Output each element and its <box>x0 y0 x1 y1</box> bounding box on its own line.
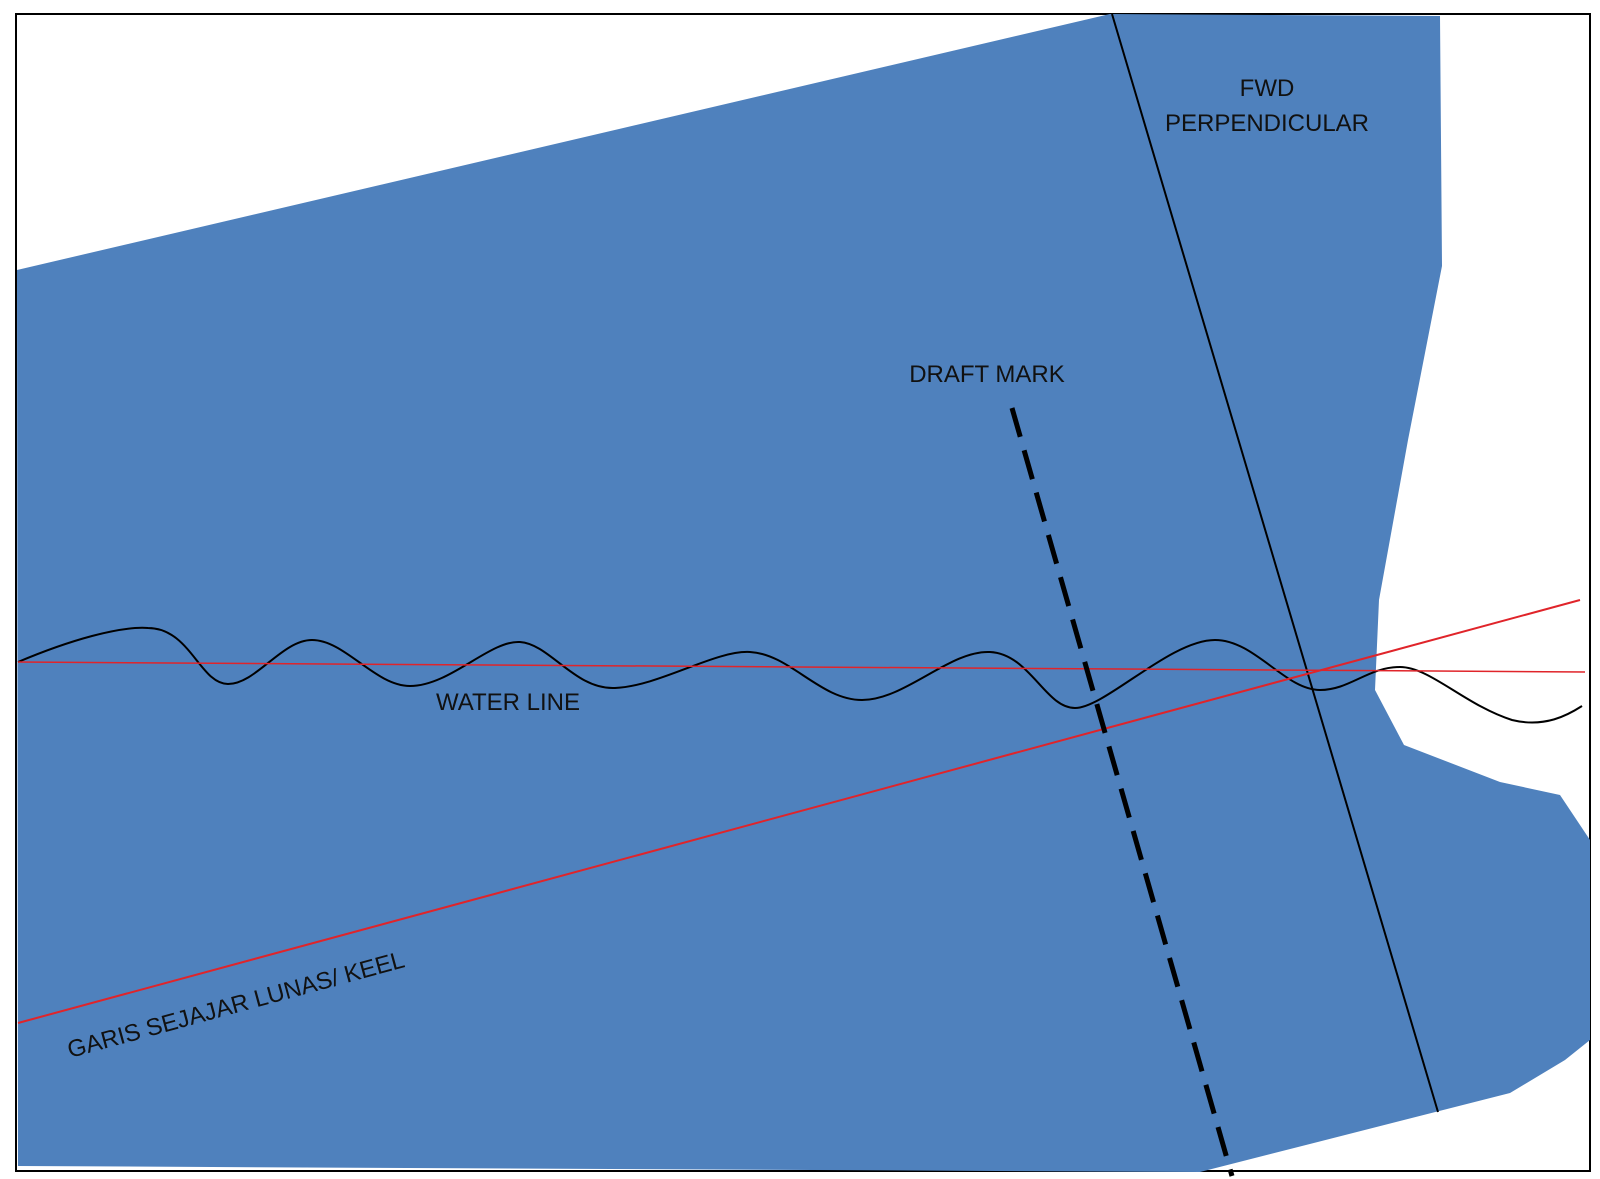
water-line-label: WATER LINE <box>436 689 580 716</box>
diagram-frame <box>15 13 1591 1172</box>
fwd-label-line1: FWD <box>1240 75 1295 102</box>
draft-mark-line <box>1009 407 1235 1177</box>
fwd-label-line2: PERPENDICULAR <box>1165 110 1369 137</box>
ship-hull <box>17 14 1590 1172</box>
draft-mark-label: DRAFT MARK <box>909 361 1065 388</box>
keel-parallel-line <box>17 599 1581 1024</box>
water-line <box>17 626 1583 724</box>
fwd-perpendicular-line <box>1111 13 1439 1113</box>
